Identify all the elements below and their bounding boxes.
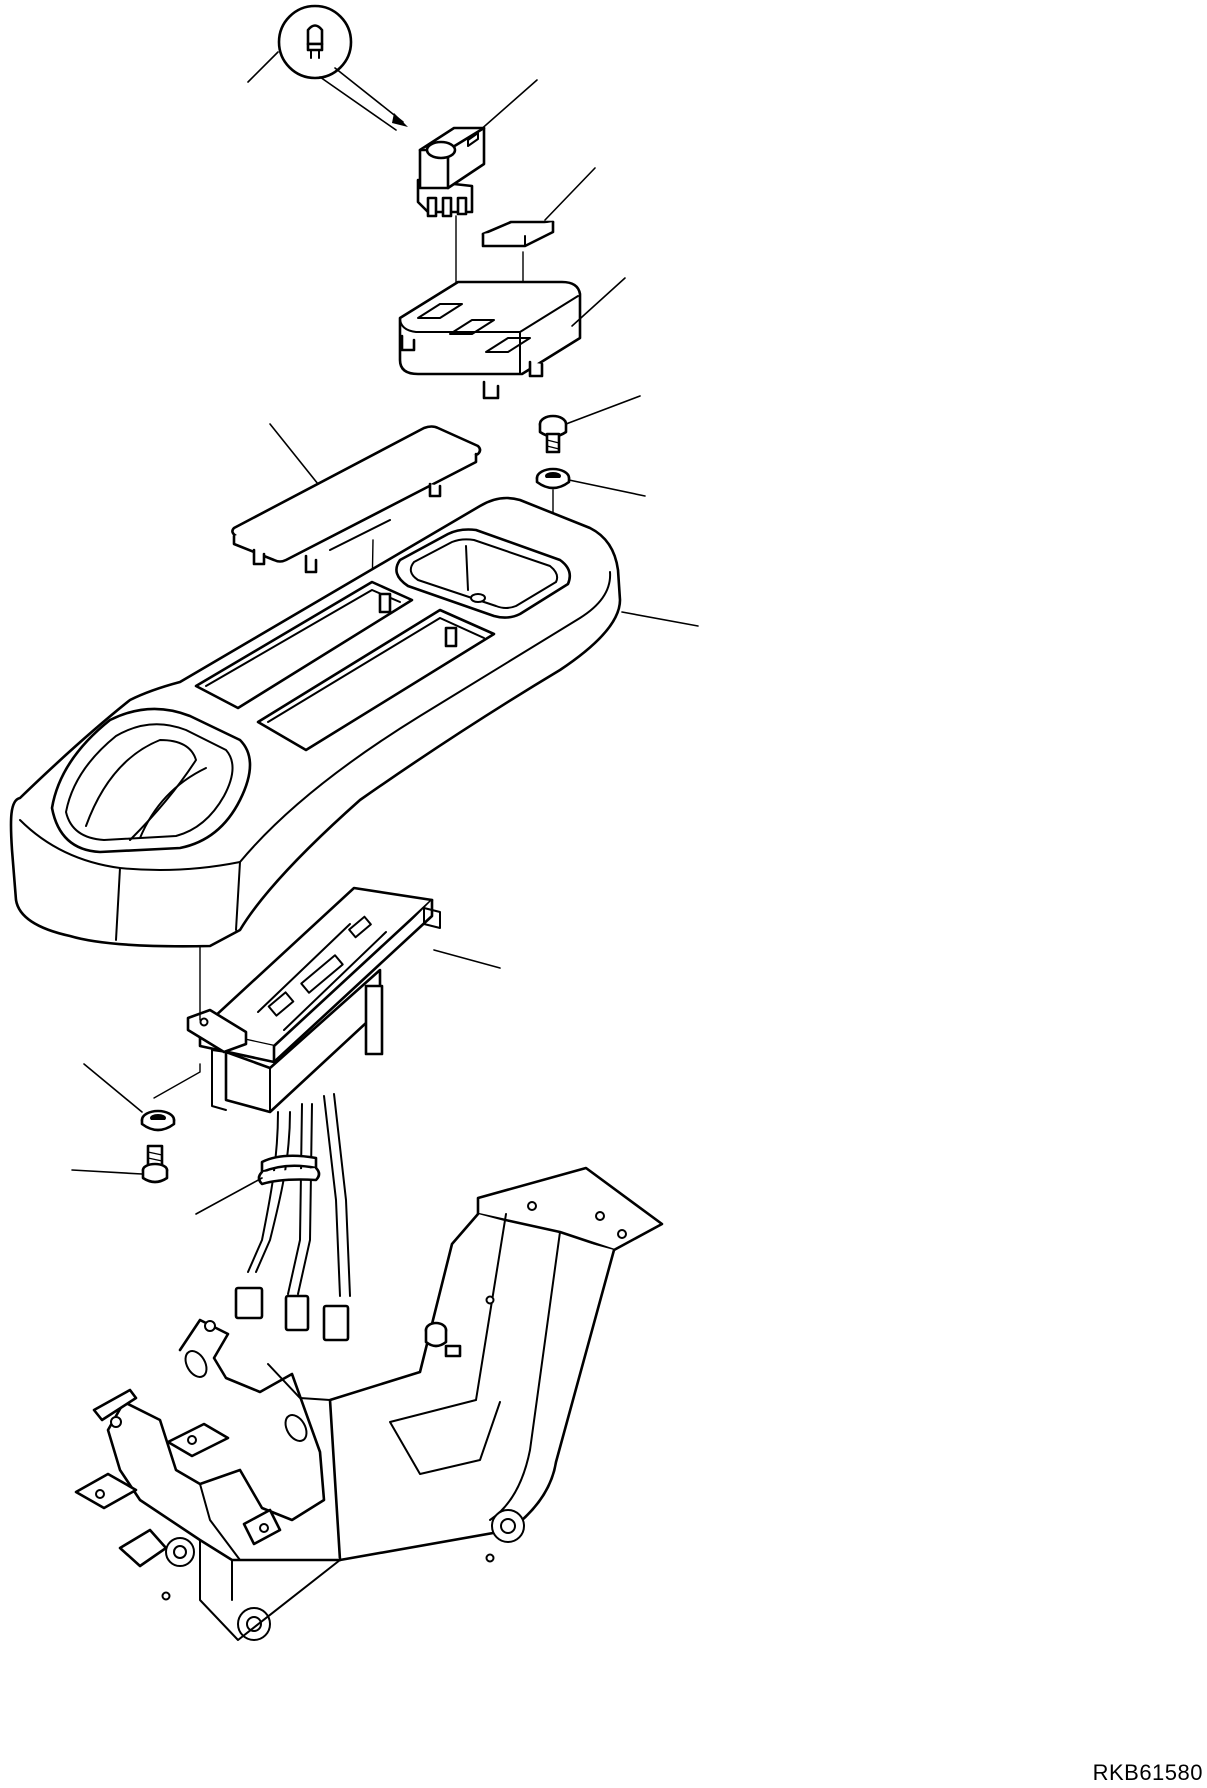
console-bracket [74, 1166, 664, 1641]
rocker-switch [416, 79, 538, 301]
console-cover [9, 496, 699, 948]
bottom-washer [83, 1063, 176, 1132]
cable-clamp [195, 1154, 321, 1215]
cable-harness [234, 1093, 351, 1342]
drawing-code: RKB61580 [1092, 1760, 1203, 1785]
bottom-bolt [71, 1144, 169, 1184]
bulb-detail [247, 4, 408, 131]
screw [538, 395, 641, 454]
controller-unit [153, 886, 501, 1114]
switch-panel [398, 277, 626, 400]
